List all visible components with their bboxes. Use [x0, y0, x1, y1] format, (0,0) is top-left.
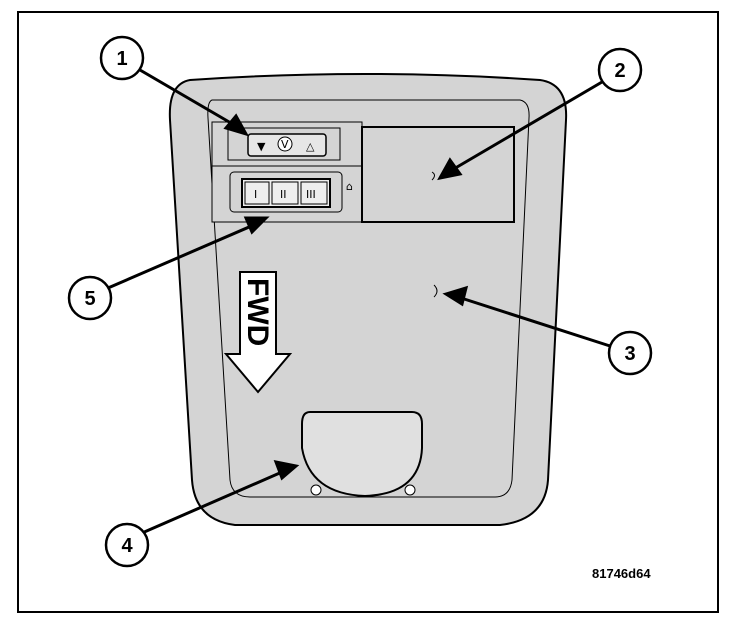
home-icon: ⌂: [346, 180, 353, 193]
sunroof-vent-icon: [277, 136, 293, 152]
callout-4: 4: [104, 522, 150, 568]
callout-5: 5: [67, 275, 113, 321]
callout-3: 3: [607, 330, 653, 376]
callout-2-number: 2: [614, 60, 625, 82]
button-2-icon: [271, 181, 299, 205]
console-surface-tick: [433, 284, 438, 298]
display-panel: [361, 126, 515, 223]
lamp-lens-screw-right: [404, 484, 416, 496]
display-tick: [431, 171, 435, 181]
button-3-icon: [300, 181, 328, 205]
callout-1-number: 1: [116, 48, 127, 70]
button-3-glyph: III: [306, 188, 316, 201]
sunroof-vent-icon-mark: V: [281, 138, 289, 151]
button-1-glyph: I: [254, 188, 257, 201]
callout-3-number: 3: [624, 343, 635, 365]
fwd-arrow-icon: [223, 271, 293, 394]
callout-2: 2: [597, 47, 643, 93]
button-2-glyph: II: [280, 188, 287, 201]
callout-5-number: 5: [84, 288, 95, 310]
fwd-label: FWD: [241, 278, 274, 346]
callout-1: 1: [99, 35, 145, 81]
button-1-icon: [244, 181, 270, 205]
up-arrow-icon: △: [306, 140, 315, 153]
lamp-lens: [301, 411, 423, 498]
lamp-lens-screw-left: [310, 484, 322, 496]
callout-4-number: 4: [121, 535, 133, 557]
down-arrow-icon: ▼: [257, 140, 266, 153]
leader-lines: [107, 68, 611, 535]
figure-id: 81746d64: [592, 566, 651, 581]
